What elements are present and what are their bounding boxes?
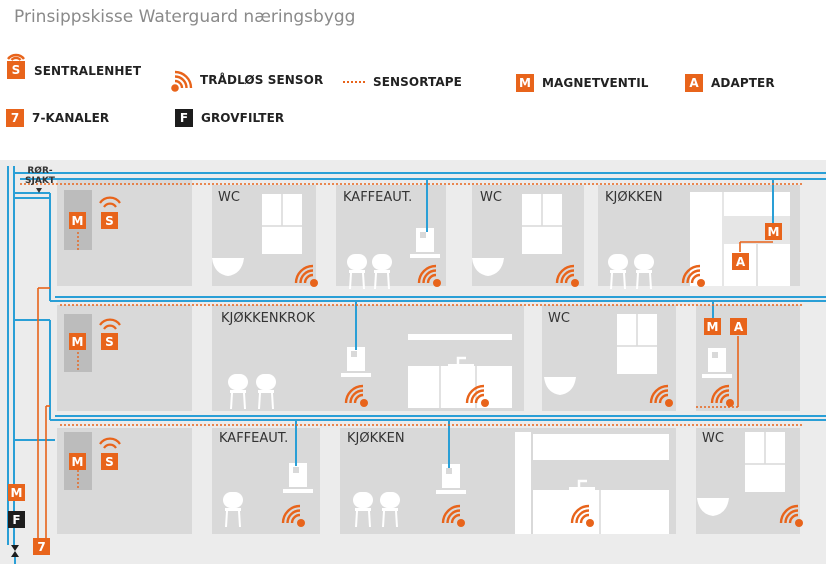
legend-wireless-sensor: TRÅDLØS SENSOR bbox=[170, 70, 324, 92]
adapter-badge: A bbox=[685, 74, 703, 92]
room-label: KJØKKENKROK bbox=[221, 311, 315, 326]
central-unit-badge: S bbox=[101, 453, 118, 470]
room-label: WC bbox=[702, 431, 724, 446]
adapter-badge: A bbox=[732, 253, 749, 270]
seven-channels-badge: 7 bbox=[6, 109, 24, 127]
legend-label: ADAPTER bbox=[711, 76, 775, 90]
central-unit-badge: S bbox=[7, 61, 25, 79]
magnet-valve-badge: M bbox=[765, 223, 782, 240]
legend-label: 7-KANALER bbox=[32, 111, 110, 125]
shaft-label-line1: RØR- bbox=[27, 166, 53, 176]
magnet-valve-badge: M bbox=[69, 212, 86, 229]
legend-label: SENTRALENHET bbox=[34, 64, 142, 78]
coarse-filter-badge: F bbox=[8, 511, 25, 528]
coarse-filter-badge: F bbox=[175, 109, 193, 127]
room-label: KAFFEAUT. bbox=[219, 431, 289, 446]
legend-central-unit: S SENTRALENHET bbox=[6, 53, 141, 79]
room-label: WC bbox=[548, 311, 570, 326]
legend-label: SENSORTAPE bbox=[373, 75, 462, 89]
legend-seven-channels: 7 7-KANALER bbox=[6, 108, 109, 128]
room-label: KAFFEAUT. bbox=[343, 190, 413, 205]
main-magnet-valve-badge: M bbox=[8, 484, 25, 501]
legend-label: MAGNETVENTIL bbox=[542, 76, 649, 90]
legend-magnet-valve: M MAGNETVENTIL bbox=[516, 73, 649, 93]
magnet-valve-badge: M bbox=[516, 74, 534, 92]
magnet-valve-badge: M bbox=[69, 333, 86, 350]
page-title: Prinsippskisse Waterguard næringsbygg bbox=[14, 7, 356, 27]
legend-label: GROVFILTER bbox=[201, 111, 285, 125]
seven-channels-badge: 7 bbox=[33, 538, 50, 555]
room-label: KJØKKEN bbox=[347, 431, 405, 446]
legend-sensor-tape: SENSORTAPE bbox=[343, 72, 462, 92]
legend-coarse-filter: F GROVFILTER bbox=[175, 108, 284, 128]
wifi-icon bbox=[7, 53, 25, 61]
room-label: WC bbox=[218, 190, 240, 205]
room-label: WC bbox=[480, 190, 502, 205]
wireless-sensor-icon bbox=[171, 70, 193, 92]
magnet-valve-badge: M bbox=[69, 453, 86, 470]
legend-adapter: A ADAPTER bbox=[685, 73, 775, 93]
pipe-shaft-label: RØR- SJAKT bbox=[23, 166, 57, 186]
central-unit-badge: S bbox=[101, 333, 118, 350]
legend-label: TRÅDLØS SENSOR bbox=[200, 73, 324, 87]
shaft-label-line2: SJAKT bbox=[25, 176, 55, 186]
adapter-badge: A bbox=[730, 318, 747, 335]
room-label: KJØKKEN bbox=[605, 190, 663, 205]
magnet-valve-badge: M bbox=[704, 318, 721, 335]
central-unit-badge: S bbox=[101, 212, 118, 229]
sensor-tape-icon bbox=[343, 81, 367, 83]
